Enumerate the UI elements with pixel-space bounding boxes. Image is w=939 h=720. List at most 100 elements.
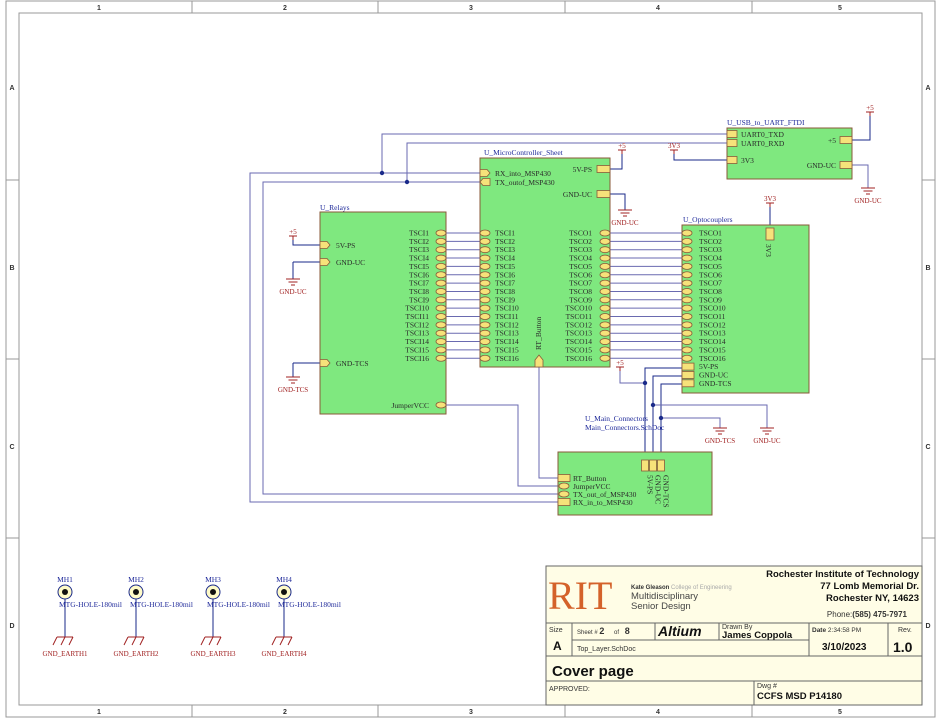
sheet-entry-pin[interactable] <box>435 262 447 270</box>
sheet-entry-pin[interactable] <box>479 288 491 295</box>
sheet-entry-pin[interactable] <box>599 354 611 362</box>
sheet-entry-pin[interactable] <box>435 338 447 345</box>
sheet-entry-pin[interactable] <box>435 254 447 262</box>
sheet-entry-pin[interactable] <box>649 459 657 472</box>
sheet-entry-pin[interactable] <box>479 237 491 245</box>
sheet-entry-pin[interactable] <box>726 156 738 164</box>
sheet-entry-pin[interactable] <box>435 296 447 304</box>
sheet-entry-pin[interactable] <box>479 262 491 270</box>
sheet-entry-pin[interactable] <box>479 254 491 262</box>
sheet-entry-pin[interactable] <box>681 338 693 345</box>
sheet-entry-pin[interactable] <box>534 354 544 368</box>
sheet-entry-pin[interactable] <box>435 237 447 245</box>
sheet-entry-pin[interactable] <box>681 313 693 320</box>
sheet-entry-pin[interactable] <box>319 359 331 367</box>
sheet-entry-pin[interactable] <box>599 262 611 270</box>
sheet-entry-pin[interactable] <box>435 329 447 337</box>
sheet-entry-pin[interactable] <box>599 329 611 337</box>
sheet-entry-pin[interactable] <box>599 338 611 345</box>
sheet-entry-pin[interactable] <box>599 288 611 295</box>
sheet-entry-pin[interactable] <box>435 271 447 279</box>
sheet-entry-pin[interactable] <box>599 321 611 329</box>
sheet-entry-pin[interactable] <box>681 288 693 295</box>
sheet-entry-pin[interactable] <box>641 459 649 472</box>
pin-label: TSCO6 <box>569 270 592 279</box>
sheet-entry-pin[interactable] <box>599 296 611 304</box>
sheet-entry-pin[interactable] <box>479 271 491 279</box>
sheet-entry-pin[interactable] <box>435 279 447 287</box>
sheet-entry-pin[interactable] <box>435 288 447 295</box>
sheet-entry-pin[interactable] <box>681 371 695 379</box>
sheet-entry-pin[interactable] <box>479 354 491 362</box>
sheet-entry-pin[interactable] <box>599 254 611 262</box>
sheet-entry-pin[interactable] <box>319 258 331 266</box>
sheet-entry-pin[interactable] <box>479 296 491 304</box>
sheet-entry-pin[interactable] <box>479 321 491 329</box>
sheet-entry-pin[interactable] <box>479 178 491 186</box>
sheet-entry-pin[interactable] <box>435 346 447 354</box>
sheet-entry-pin[interactable] <box>319 241 331 249</box>
sheet-entry-pin[interactable] <box>479 338 491 345</box>
sheet-entry-pin[interactable] <box>435 401 447 409</box>
sheet-entry-pin[interactable] <box>765 227 775 241</box>
sheet-entry-pin[interactable] <box>599 304 611 312</box>
sheet-entry-pin[interactable] <box>681 304 693 312</box>
sheet-entry-pin[interactable] <box>681 246 693 254</box>
sheet-entry-pin[interactable] <box>479 313 491 320</box>
sheet-entry-pin[interactable] <box>681 346 693 354</box>
sheet-entry-pin[interactable] <box>681 271 693 279</box>
sheet-entry-pin[interactable] <box>435 313 447 320</box>
sheet-entry-pin[interactable] <box>726 139 738 147</box>
sheet-entry-pin[interactable] <box>479 304 491 312</box>
sheet-entry-pin[interactable] <box>726 130 738 138</box>
sheet-entry-pin[interactable] <box>681 237 693 245</box>
component-main-connectors[interactable]: U_Main_Connectors Main_Connectors.SchDoc… <box>557 414 713 516</box>
component-optocouplers[interactable]: U_Optocouplers TSCO1TSCO2TSCO3TSCO4TSCO5… <box>681 215 810 394</box>
sheet-entry-pin[interactable] <box>557 474 571 482</box>
sheet-entry-pin[interactable] <box>839 161 853 169</box>
sheet-entry-pin[interactable] <box>479 229 491 237</box>
sheet-entry-pin[interactable] <box>657 459 665 472</box>
sheet-entry-pin[interactable] <box>681 321 693 329</box>
sheet-entry-pin[interactable] <box>479 246 491 254</box>
pin-label: TX_out_of_MSP430 <box>573 490 637 499</box>
component-relays[interactable]: U_Relays 5V-PSGND-UCGND-TCSTSCI1TSCI2TSC… <box>319 203 447 415</box>
sheet-entry-pin[interactable] <box>479 169 491 177</box>
sheet-entry-pin[interactable] <box>557 498 571 506</box>
sheet-entry-pin[interactable] <box>599 229 611 237</box>
sheet-entry-pin[interactable] <box>596 165 611 173</box>
sheet-entry-pin[interactable] <box>435 354 447 362</box>
sheet-entry-pin[interactable] <box>435 304 447 312</box>
sheet-entry-pin[interactable] <box>681 279 693 287</box>
sheet-entry-pin[interactable] <box>435 321 447 329</box>
sheet-entry-pin[interactable] <box>681 254 693 262</box>
sheet-entry-pin[interactable] <box>596 190 611 198</box>
sheet-entry-pin[interactable] <box>681 229 693 237</box>
sheet-entry-pin[interactable] <box>435 229 447 237</box>
sheet-entry-pin[interactable] <box>599 237 611 245</box>
sheet-entry-pin[interactable] <box>681 379 695 388</box>
component-usb-uart[interactable]: U_USB_to_UART_FTDI UART0_TXDUART0_RXD3V3… <box>726 118 853 180</box>
sheet-entry-pin[interactable] <box>558 482 570 490</box>
sheet-entry-pin[interactable] <box>599 246 611 254</box>
sheet-entry-pin[interactable] <box>599 279 611 287</box>
sheet-entry-pin[interactable] <box>479 279 491 287</box>
sheet-entry-pin[interactable] <box>681 296 693 304</box>
sheet-entry-pin[interactable] <box>681 262 693 270</box>
sheet-entry-pin[interactable] <box>681 329 693 337</box>
sheet-entry-pin[interactable] <box>839 136 853 144</box>
sheet-entry-pin[interactable] <box>479 329 491 337</box>
sheet-entry-pin[interactable] <box>599 346 611 354</box>
sheet-entry-pin[interactable] <box>681 354 693 362</box>
component-microcontroller[interactable]: U_MicroController_Sheet RX_into_MSP430TX… <box>479 148 611 368</box>
sheet-entry-pin[interactable] <box>435 246 447 254</box>
sheet-entry-pin[interactable] <box>599 271 611 279</box>
sheet-entry-pin[interactable] <box>681 362 695 371</box>
sheet-entry-pin[interactable] <box>558 490 570 498</box>
sheet-entry-pin[interactable] <box>479 346 491 354</box>
sheet-entry-pin[interactable] <box>599 313 611 320</box>
